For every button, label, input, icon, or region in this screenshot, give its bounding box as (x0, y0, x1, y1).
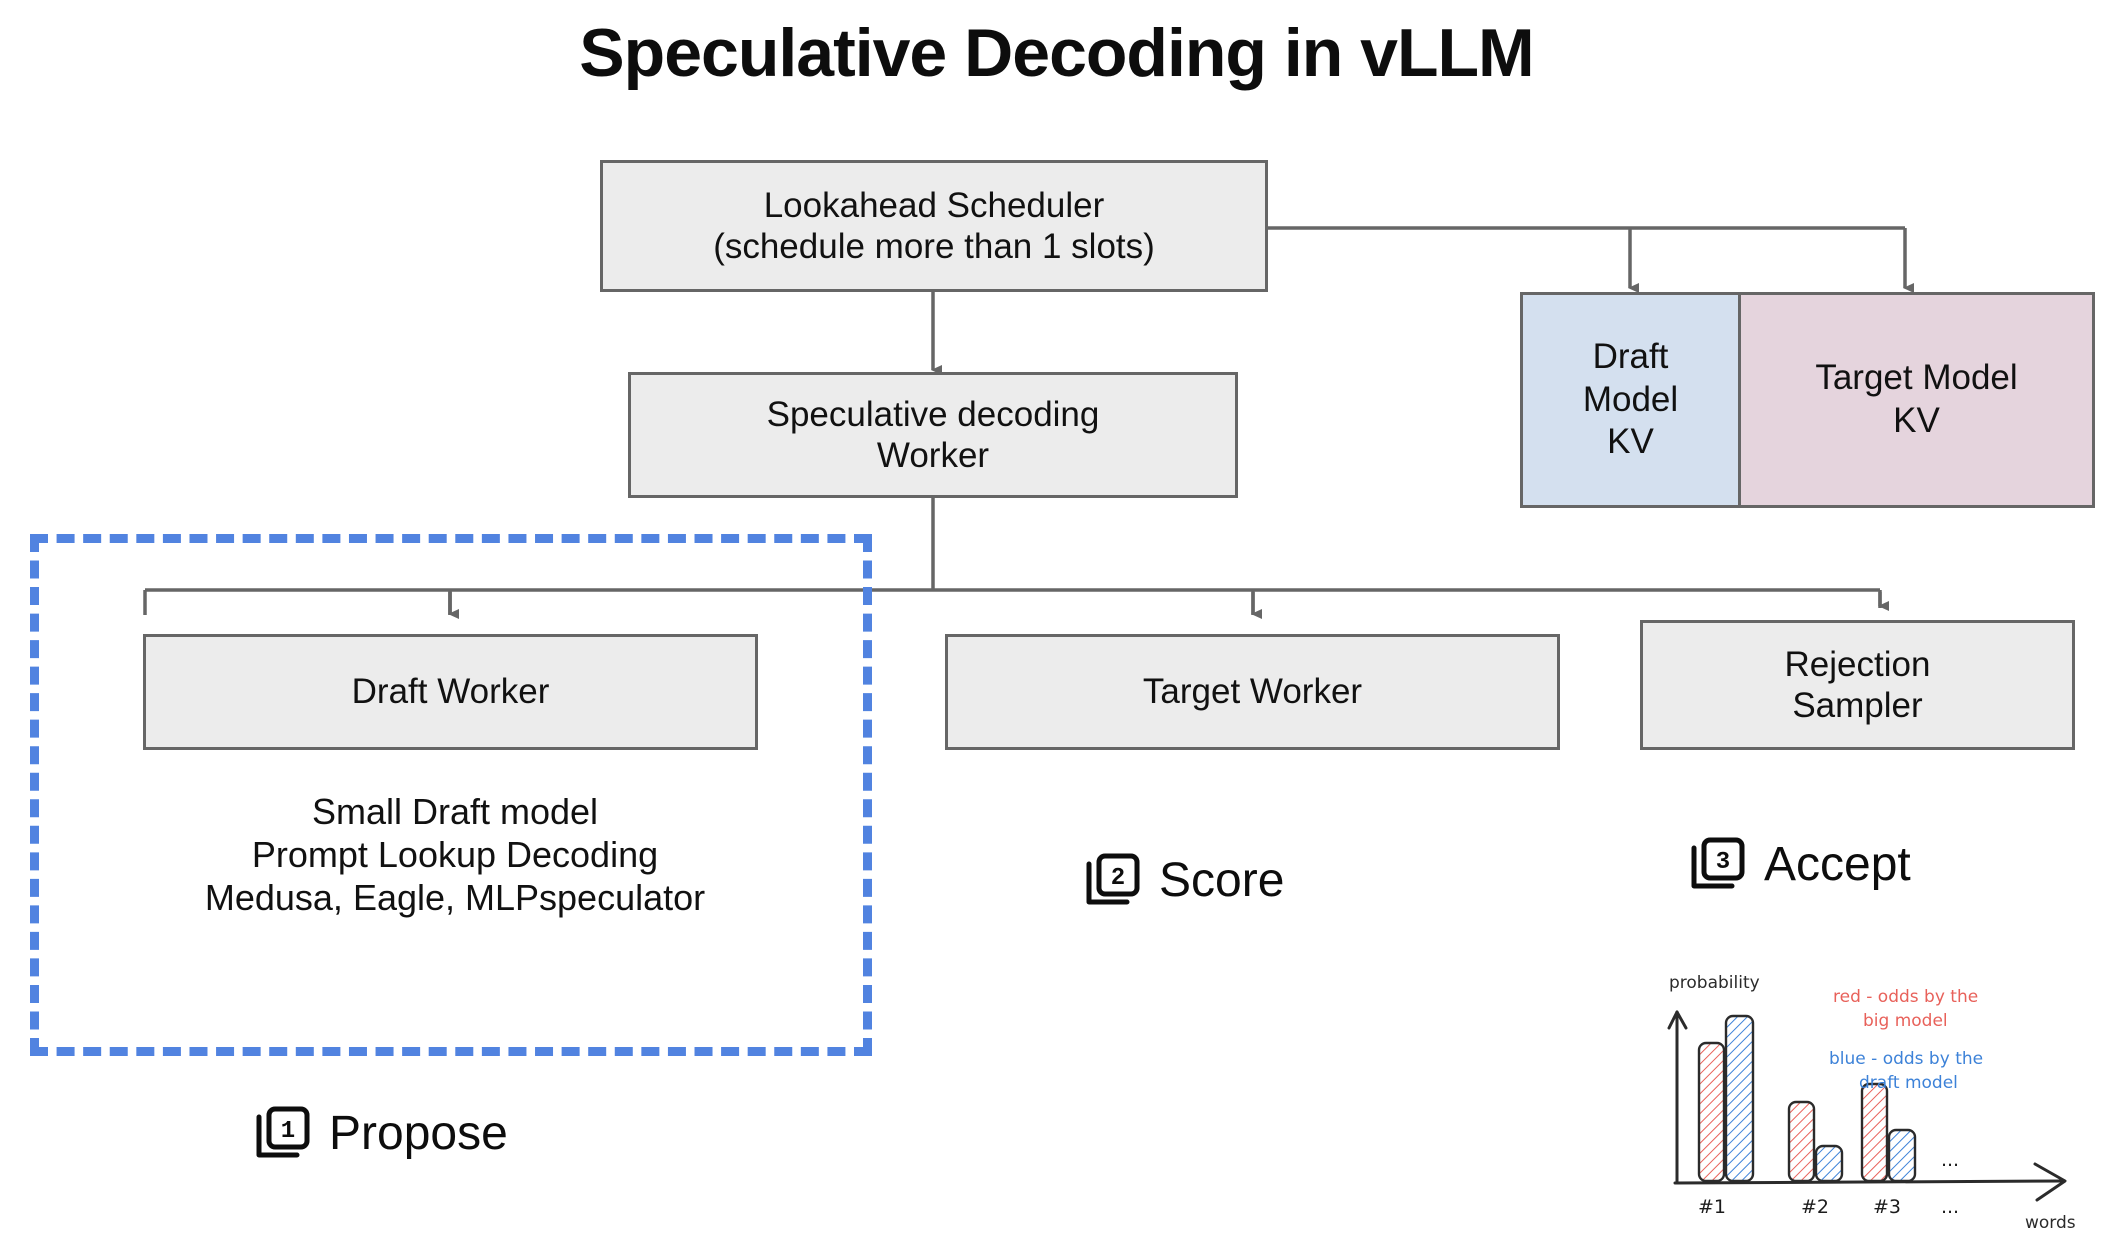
kv-draft-line-2: Model (1582, 379, 1679, 419)
kv-target-line-2: KV (1893, 401, 1940, 440)
node-rejection-sampler[interactable]: Rejection Sampler (1640, 620, 2075, 750)
kv-draft-line-3: KV (1607, 422, 1654, 462)
step-propose: 1 Propose (255, 1105, 508, 1161)
chart-xlabel: words (2025, 1213, 2076, 1233)
target-worker-label: Target Worker (1142, 672, 1363, 712)
draft-note-line-1: Small Draft model (311, 791, 599, 832)
chart-legend-blue-line-1: blue - odds by the (1829, 1049, 1983, 1069)
node-draft-model-kv[interactable]: Draft Model KV (1523, 295, 1741, 505)
step-accept: 3 Accept (1690, 836, 1911, 892)
chart-legend-red-line-2: big model (1863, 1011, 1948, 1031)
chart-bar-blue-1 (1724, 1014, 1755, 1183)
chart-legend-red-line-1: red - odds by the (1833, 987, 1978, 1007)
chart-bar-red-1 (1697, 1041, 1726, 1183)
draft-note-line-3: Medusa, Eagle, MLPspeculator (204, 877, 706, 919)
step-2-label: Score (1159, 853, 1285, 907)
chart-bar-red-2 (1787, 1100, 1816, 1183)
spec-worker-line-2: Worker (876, 436, 990, 475)
draft-worker-label: Draft Worker (351, 672, 550, 712)
accept-probability-chart: probability words #1 #2 #3 (1655, 950, 2105, 1240)
node-target-model-kv[interactable]: Target Model KV (1741, 295, 2092, 505)
node-speculative-decoding-worker[interactable]: Speculative decoding Worker (628, 372, 1238, 498)
chart-tick-ellipsis-bottom: ... (1941, 1196, 1959, 1218)
chart-tick-2: #2 (1801, 1196, 1829, 1218)
step-3-icon: 3 (1690, 836, 1746, 892)
scheduler-line-2: (schedule more than 1 slots) (713, 227, 1155, 266)
node-lookahead-scheduler[interactable]: Lookahead Scheduler (schedule more than … (600, 160, 1268, 292)
scheduler-line-1: Lookahead Scheduler (763, 185, 1105, 225)
chart-ellipsis-top: ... (1941, 1149, 1959, 1171)
draft-note-line-2: Prompt Lookup Decoding (251, 834, 659, 876)
step-2-number: 2 (1111, 865, 1125, 892)
chart-bar-blue-3 (1887, 1128, 1917, 1183)
step-1-number: 1 (281, 1118, 295, 1145)
kv-target-line-1: Target Model (1815, 358, 2018, 398)
chart-tick-3: #3 (1873, 1196, 1901, 1218)
kv-draft-line-1: Draft (1592, 336, 1669, 376)
rejection-line-2: Sampler (1792, 686, 1923, 725)
chart-ylabel: probability (1669, 973, 1760, 993)
node-target-worker[interactable]: Target Worker (945, 634, 1560, 750)
step-1-icon: 1 (255, 1105, 311, 1161)
chart-y-axis (1667, 1010, 1688, 1184)
step-2-icon: 2 (1085, 852, 1141, 908)
page-title: Speculative Decoding in vLLM (579, 15, 1534, 91)
step-3-number: 3 (1716, 849, 1730, 876)
chart-tick-1: #1 (1698, 1196, 1726, 1218)
draft-worker-notes: Small Draft model Prompt Lookup Decoding… (60, 790, 850, 920)
propose-highlight-region (30, 534, 872, 1056)
step-3-label: Accept (1764, 837, 1911, 891)
chart-legend-blue-line-2: draft model (1859, 1073, 1958, 1093)
step-1-label: Propose (329, 1106, 508, 1160)
kv-cache-group: Draft Model KV Target Model KV (1520, 292, 2095, 508)
chart-bar-blue-2 (1814, 1144, 1844, 1183)
rejection-line-1: Rejection (1784, 644, 1931, 684)
chart-bar-red-3 (1860, 1082, 1889, 1183)
step-score: 2 Score (1085, 852, 1284, 908)
node-draft-worker[interactable]: Draft Worker (143, 634, 758, 750)
spec-worker-line-1: Speculative decoding (766, 394, 1100, 434)
